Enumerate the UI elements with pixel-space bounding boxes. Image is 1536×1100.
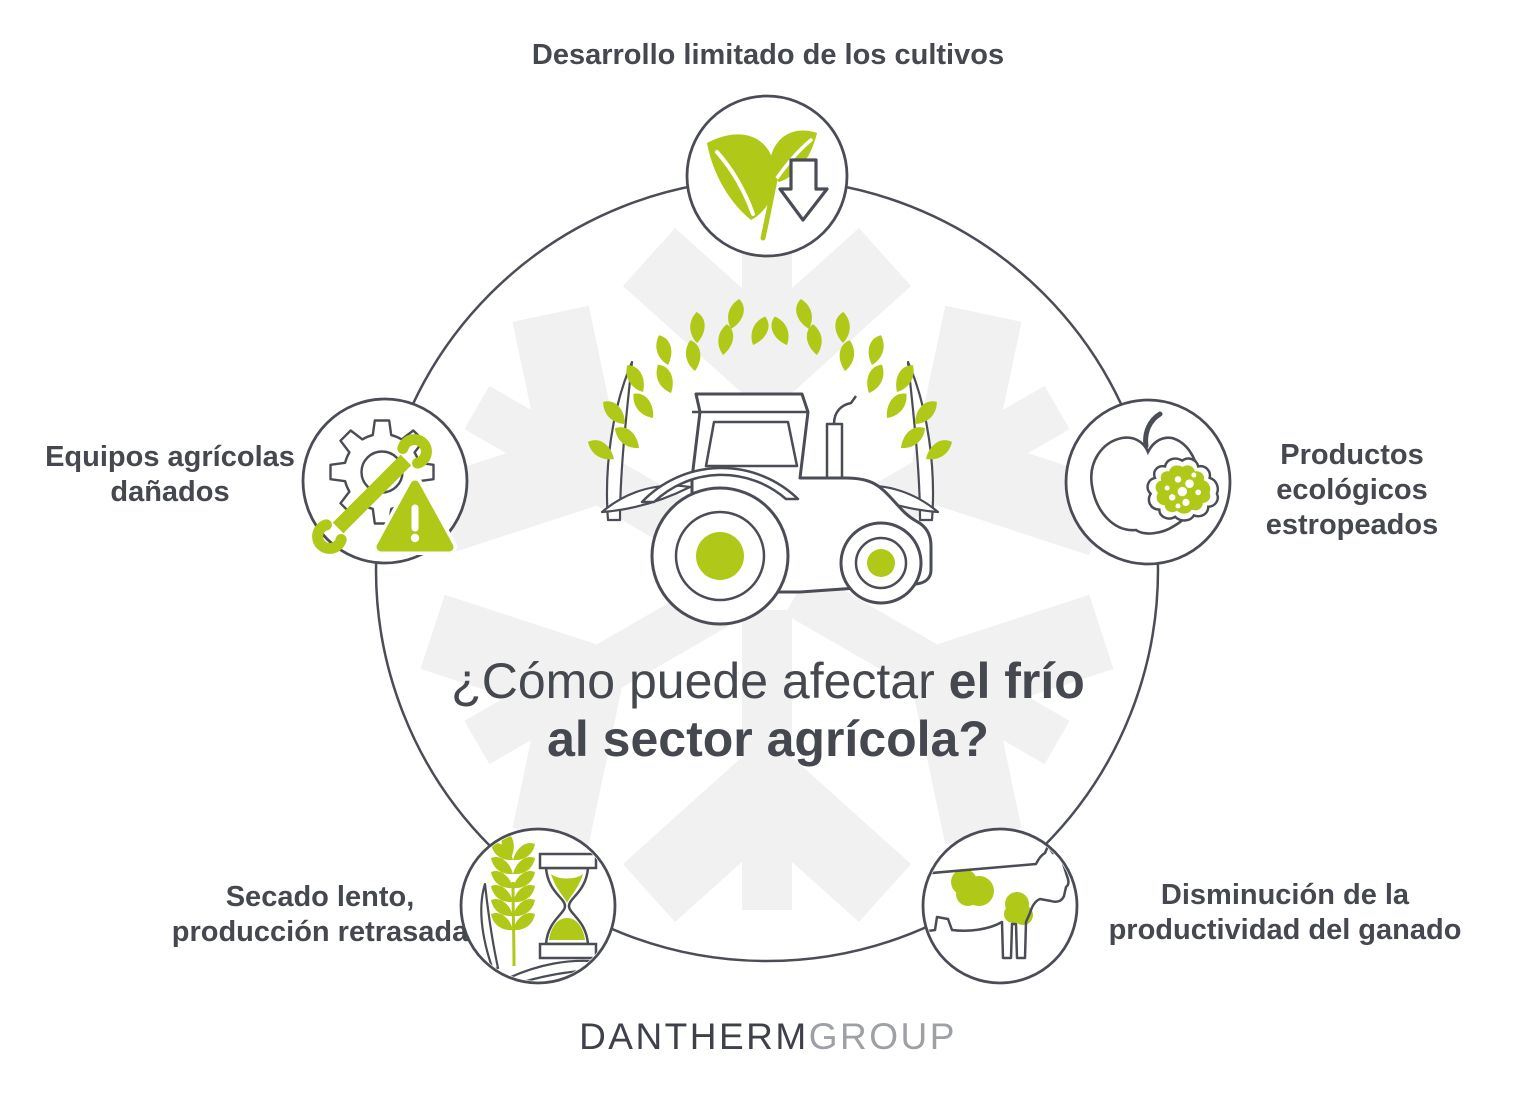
down-arrow-icon: [778, 158, 829, 222]
label-line: ecológicos: [1276, 474, 1428, 506]
tractor-fender: [640, 466, 800, 504]
cow-icon: [921, 827, 1079, 985]
tractor-front-wheel: [839, 521, 923, 605]
leaf-down-arrow-icon: [685, 94, 849, 258]
logo-secondary-text: GROUP: [808, 1016, 957, 1057]
label-bottom-right-factor: Disminución de la productividad del gana…: [1100, 878, 1470, 948]
cow-spots: [951, 869, 1033, 925]
label-top-factor: Desarrollo limitado de los cultivos: [0, 38, 1536, 73]
central-title: ¿Cómo puede afectar el frío al sector ag…: [0, 652, 1536, 768]
wrench-icon: [312, 434, 432, 554]
label-line: Equipos agrícolas: [45, 441, 295, 473]
label-line: Desarrollo limitado de los cultivos: [531, 39, 1005, 71]
gear-wrench-warning-icon: [301, 397, 469, 565]
tractor-window: [704, 420, 799, 468]
wheat-hourglass-icon: [459, 827, 617, 985]
label-line: dañados: [110, 476, 230, 508]
title-line-2: al sector agrícola?: [547, 711, 989, 767]
spoiled-apple-icon: [1064, 398, 1232, 566]
wheat-ear: [491, 831, 535, 967]
title-line-1: ¿Cómo puede afectar el frío: [451, 653, 1085, 709]
tractor-rear-wheel: [650, 486, 790, 626]
label-line: Productos: [1280, 439, 1424, 471]
label-line: Disminución de la: [1160, 879, 1410, 911]
label-line: estropeados: [1265, 509, 1439, 541]
label-bottom-left-factor: Secado lento, producción retrasada: [150, 880, 490, 950]
label-line: productividad del ganado: [1108, 914, 1462, 946]
apple-stem: [1143, 411, 1163, 449]
tractor-icon: [640, 392, 933, 626]
warning-triangle-icon: [373, 477, 457, 555]
label-right-factor: Productos ecológicos estropeados: [1222, 438, 1482, 543]
label-left-factor: Equipos agrícolas dañados: [20, 440, 320, 510]
dantherm-group-logo: DANTHERMGROUP: [0, 1016, 1536, 1058]
label-line: Secado lento,: [225, 881, 415, 913]
label-line: producción retrasada: [171, 916, 469, 948]
mold-blob-icon: [1146, 457, 1220, 522]
logo-primary-text: DANTHERM: [579, 1016, 809, 1057]
hourglass-icon: [538, 852, 598, 960]
